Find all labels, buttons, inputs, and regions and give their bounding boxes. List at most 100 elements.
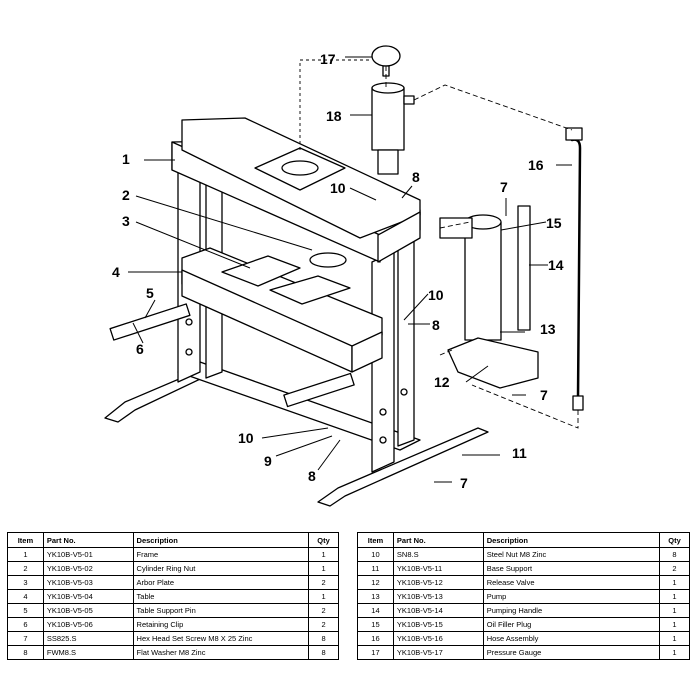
callout-8-mid: 8 (432, 317, 440, 333)
hose-assembly (570, 136, 582, 399)
callout-7-bottom: 7 (460, 475, 468, 491)
callout-10-mid: 10 (428, 287, 444, 303)
cell-qty: 1 (659, 589, 690, 604)
pumping-handle (517, 205, 531, 331)
table-header-row: Item Part No. Description Qty (357, 532, 690, 548)
cell-qty: 1 (308, 547, 339, 562)
cylinder-body (371, 87, 405, 151)
leader-lines (128, 56, 572, 483)
header-part-no: Part No. (42, 532, 134, 548)
header-qty: Qty (308, 532, 339, 548)
post-hole (379, 436, 387, 444)
exploded-parts-diagram: 1 2 3 4 5 6 7 8 10 11 12 13 14 15 16 17 … (104, 45, 584, 507)
cell-description: Steel Nut M8 Zinc (482, 547, 661, 562)
cell-qty: 2 (308, 617, 339, 632)
pump-base (447, 337, 539, 389)
base-support-right (317, 427, 489, 507)
callout-7-right: 7 (540, 387, 548, 403)
arbor-plate-left (221, 255, 301, 287)
cell-qty: 8 (308, 631, 339, 646)
header-qty: Qty (659, 532, 690, 548)
cell-description: Oil Filler Plug (482, 617, 661, 632)
cell-description: Cylinder Ring Nut (132, 561, 310, 576)
table-support-pin-lower (283, 372, 355, 408)
cell-item: 6 (7, 617, 44, 632)
assembly-lines (299, 59, 579, 429)
cell-item: 14 (357, 603, 394, 618)
post-hole (379, 408, 387, 416)
cell-part-no: YK10B-V5-12 (392, 575, 484, 590)
callout-1: 1 (122, 151, 130, 167)
callout-9: 9 (264, 453, 272, 469)
callout-16: 16 (528, 157, 544, 173)
cell-description: Pump (482, 589, 661, 604)
cell-item: 17 (357, 645, 394, 660)
cell-part-no: YK10B-V5-06 (42, 617, 134, 632)
cell-qty: 1 (308, 561, 339, 576)
callout-6: 6 (136, 341, 144, 357)
cell-part-no: YK10B-V5-02 (42, 561, 134, 576)
cell-part-no: YK10B-V5-15 (392, 617, 484, 632)
cell-item: 10 (357, 547, 394, 562)
cell-description: Pumping Handle (482, 603, 661, 618)
callout-5: 5 (146, 285, 154, 301)
cell-item: 11 (357, 561, 394, 576)
callout-3: 3 (122, 213, 130, 229)
cell-qty: 1 (659, 575, 690, 590)
cylinder-cap (371, 82, 405, 94)
post-hole (400, 388, 408, 396)
cylinder-ram (377, 149, 399, 175)
callout-labels: 1 2 3 4 5 6 7 8 10 11 12 13 14 15 16 17 … (112, 51, 564, 491)
callout-13: 13 (540, 321, 556, 337)
cell-item: 13 (357, 589, 394, 604)
cell-item: 15 (357, 617, 394, 632)
cell-item: 2 (7, 561, 44, 576)
cell-description: Retaining Clip (132, 617, 310, 632)
cylinder-hole (281, 160, 319, 176)
hose-elbow (565, 127, 583, 141)
table-header-row: Item Part No. Description Qty (7, 532, 339, 548)
callout-12: 12 (434, 374, 450, 390)
callout-17: 17 (320, 51, 336, 67)
cell-qty: 1 (659, 645, 690, 660)
cell-description: Hex Head Set Screw M8 X 25 Zinc (132, 631, 310, 646)
cell-part-no: YK10B-V5-05 (42, 603, 134, 618)
callout-10-bottom: 10 (238, 430, 254, 446)
cell-description: Frame (132, 547, 310, 562)
cell-item: 12 (357, 575, 394, 590)
right-back-post (397, 223, 415, 447)
arbor-plate-right (269, 275, 351, 305)
cell-part-no: YK10B-V5-16 (392, 631, 484, 646)
cell-item: 8 (7, 645, 44, 660)
header-part-no: Part No. (392, 532, 484, 548)
callout-15: 15 (546, 215, 562, 231)
table-support-pin-upper (109, 303, 191, 341)
cell-item: 5 (7, 603, 44, 618)
cell-description: Release Valve (482, 575, 661, 590)
cell-qty: 2 (308, 575, 339, 590)
callout-18: 18 (326, 108, 342, 124)
cell-item: 1 (7, 547, 44, 562)
cylinder-ring-nut (309, 252, 347, 268)
cell-part-no: YK10B-V5-04 (42, 589, 134, 604)
cell-qty: 1 (308, 589, 339, 604)
press-drawing (104, 45, 584, 507)
table-end (351, 331, 383, 373)
hose-end (572, 395, 584, 411)
pump-body (464, 221, 502, 341)
cell-description: Arbor Plate (132, 575, 310, 590)
